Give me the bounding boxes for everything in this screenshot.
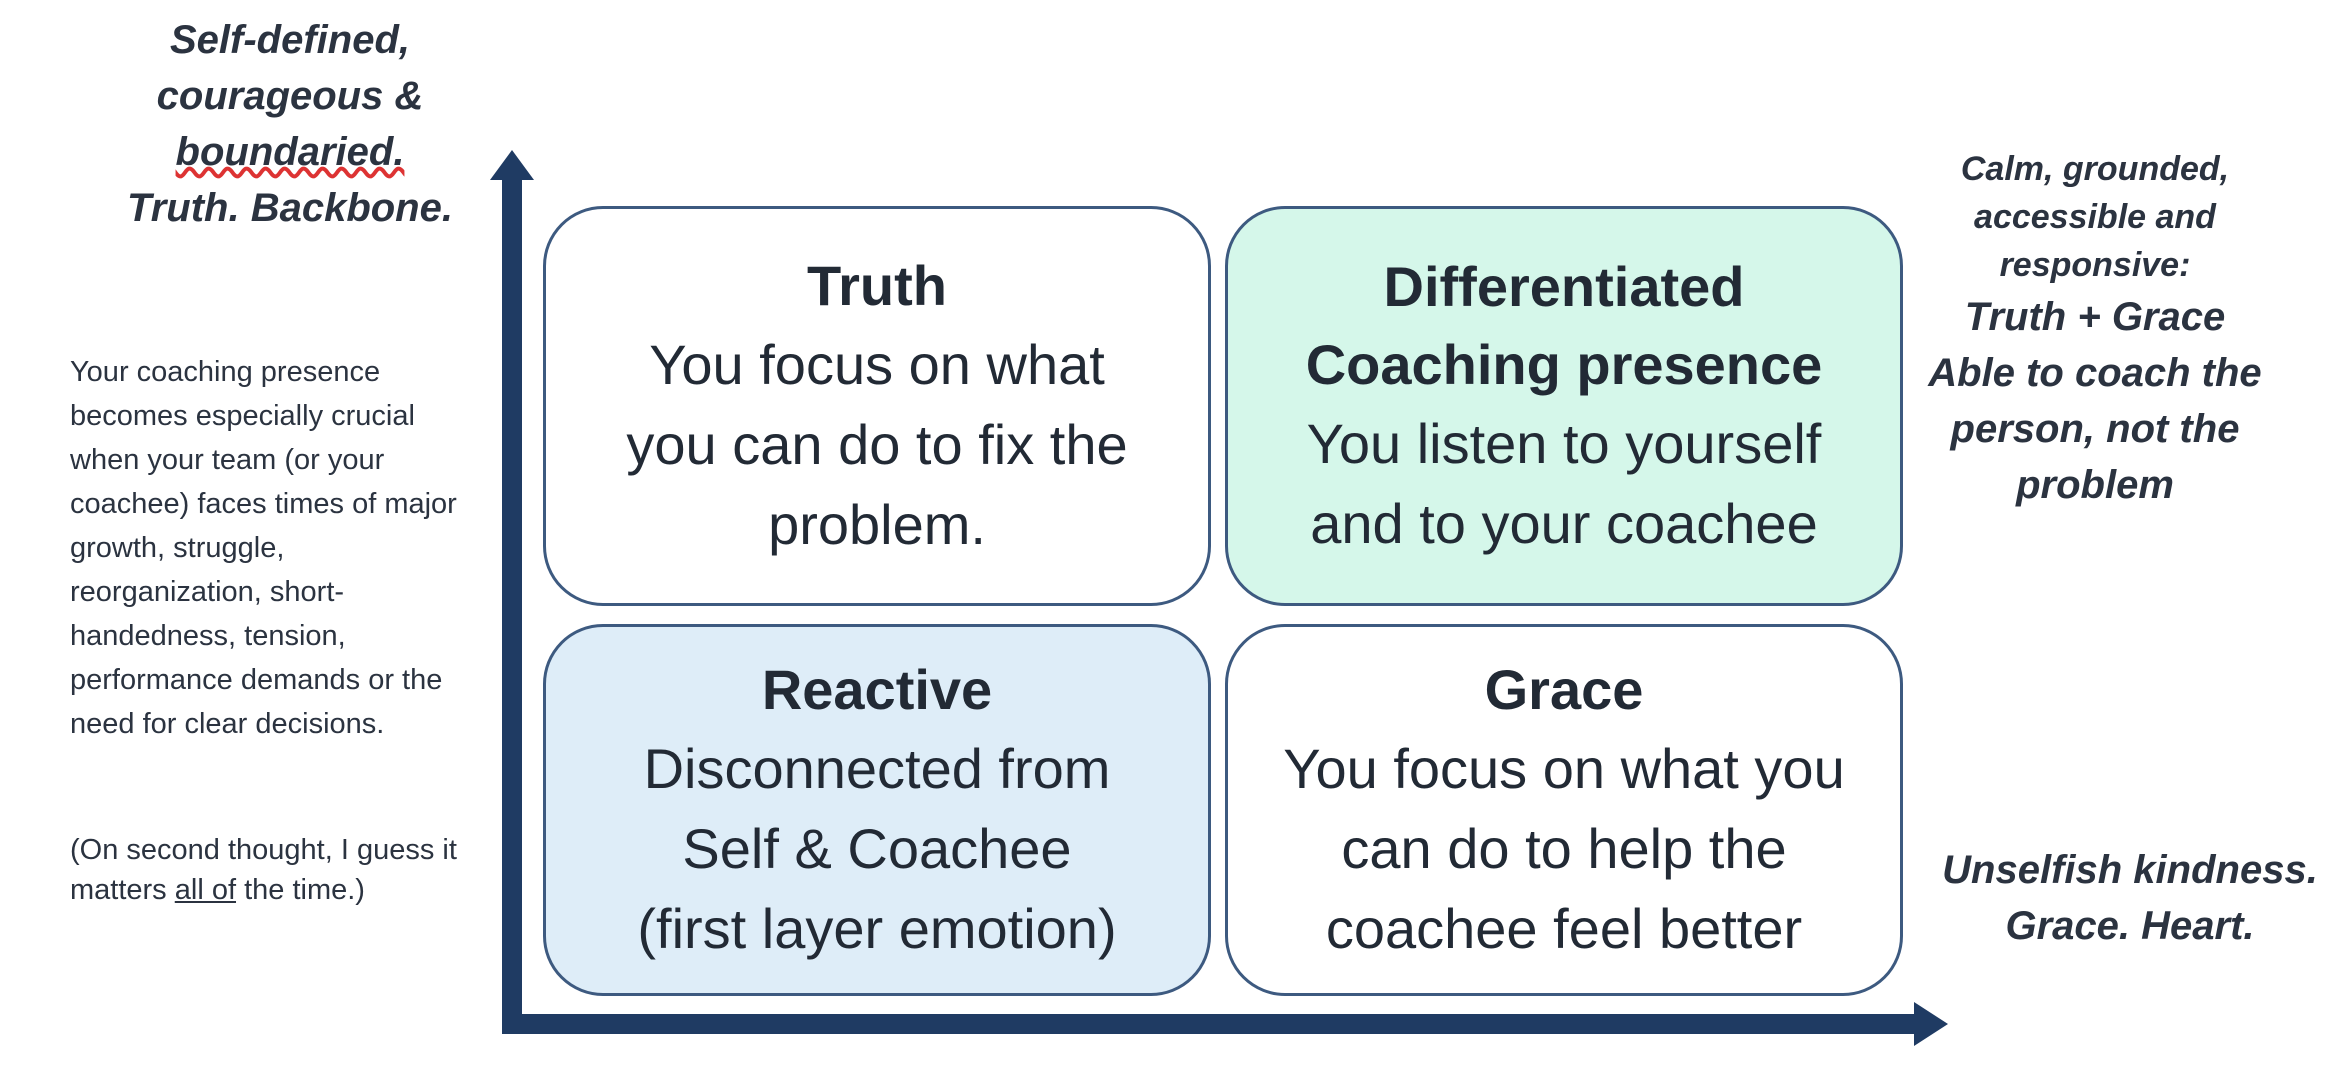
x-axis-right-label: Unselfish kindness. Grace. Heart. [1930,842,2330,954]
y-axis-line [502,178,522,1014]
right-top-label: Calm, grounded, accessible and responsiv… [1910,145,2280,513]
quadrant-reactive-body-line-3: (first layer emotion) [637,897,1117,960]
quadrant-differentiated-title: Differentiated Coaching presence [1305,255,1823,396]
x-axis-line [502,1014,1918,1034]
quadrant-differentiated-body: You listen to yourself and to your coach… [1306,412,1822,555]
side-note: Your coaching presence becomes especiall… [70,356,457,740]
right-top-main-1: Truth + Grace [1964,295,2226,339]
quadrant-reactive-title: Reactive [761,658,993,721]
y-top-line-1: Self-defined, [169,18,411,62]
x-axis-arrow-icon [1914,1002,1948,1046]
x-right-line-2: Grace. Heart. [2005,904,2255,948]
quadrant-grace: Grace You focus on what you can do to he… [1225,624,1903,996]
right-top-main-2: Able to coach the person, not the proble… [1928,351,2262,507]
side-aside-underlined: all of [174,874,237,906]
x-right-line-1: Unselfish kindness. [1942,848,2318,892]
quadrant-reactive-body-line-2: Self & Coachee [682,817,1072,880]
quadrant-truth: Truth You focus on what you can do to fi… [543,206,1211,606]
quadrant-grace-title: Grace [1484,658,1644,721]
quadrant-reactive-body-line-1: Disconnected from [643,737,1111,800]
quadrant-differentiated: Differentiated Coaching presence You lis… [1225,206,1903,606]
y-top-line-2: courageous & [156,74,424,118]
side-aside: (On second thought, I guess it matters a… [70,830,470,910]
y-top-line-4: Truth. Backbone. [127,186,453,230]
side-aside-after: the time.) [236,874,365,906]
y-axis-arrow-icon [490,150,534,180]
quadrant-truth-body: You focus on what you can do to fix the … [626,333,1128,556]
quadrant-grace-body: You focus on what you can do to help the… [1283,737,1845,960]
side-aside-before: (On second thought, I guess it matters [70,834,457,906]
y-axis-top-label: Self-defined, courageous & boundaried. T… [100,12,480,236]
quadrant-truth-title: Truth [807,254,947,317]
quadrant-reactive: Reactive Disconnected from Self & Coache… [543,624,1211,996]
right-top-sub: Calm, grounded, accessible and responsiv… [1960,150,2230,284]
y-top-line-3: boundaried. [175,130,405,174]
